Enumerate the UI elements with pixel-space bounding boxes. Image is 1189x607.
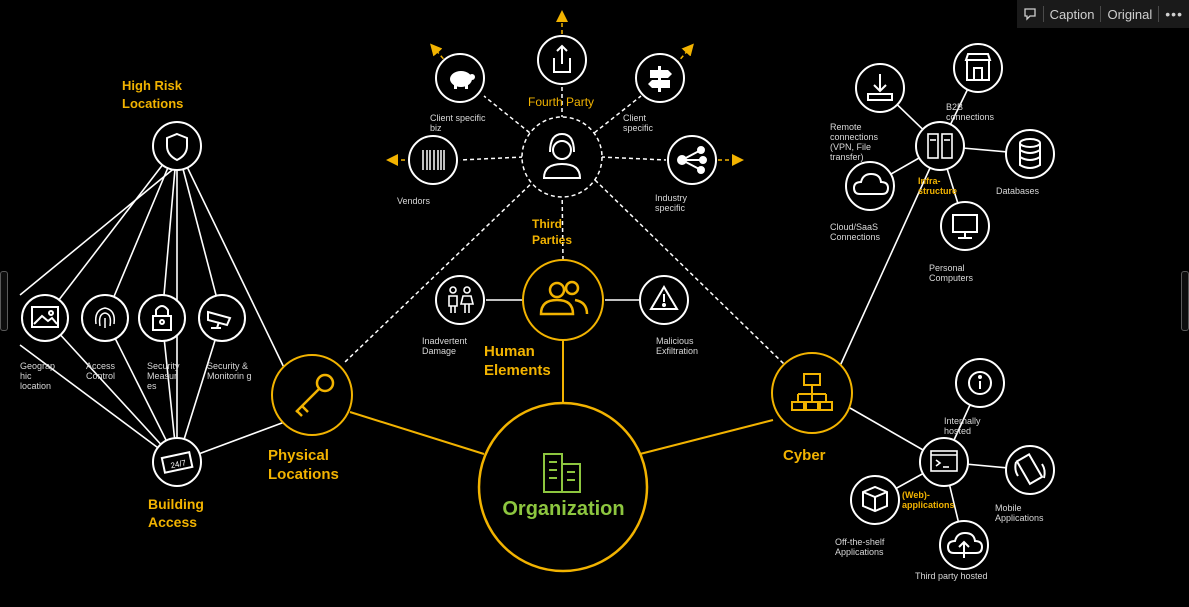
fourth-party-node: [537, 35, 587, 85]
warning-icon: [649, 285, 679, 310]
malicious-label: Malicious Exfiltration: [656, 336, 699, 356]
share-nodes-icon: [677, 146, 707, 174]
left-scroll-handle[interactable]: [0, 271, 8, 331]
access-control-label: Access Control: [86, 361, 116, 381]
cyber-node: [771, 352, 853, 434]
high-risk-node: [152, 121, 202, 171]
store-icon: [964, 53, 992, 81]
comment-icon[interactable]: [1017, 0, 1043, 28]
download-icon: [867, 74, 893, 101]
terminal-icon: [930, 450, 958, 472]
security-measures-label: Security Measur es: [147, 361, 180, 391]
building-icon: [543, 453, 581, 493]
client-biz-node: [435, 53, 485, 103]
mobile-apps-label: Mobile Applications: [995, 503, 1044, 523]
physical-node: [271, 354, 353, 436]
mobile-icon: [1014, 453, 1046, 486]
fourth-party-label: Fourth Party: [528, 95, 595, 109]
human-label: Human Elements: [484, 343, 551, 379]
geographic-node: [21, 294, 69, 342]
building-access-node: 24/7: [152, 437, 202, 487]
databases-label: Databases: [996, 186, 1040, 196]
signpost-icon: [648, 66, 672, 92]
industry-node: [667, 135, 717, 185]
infrastructure-label: Infra-structure: [918, 176, 958, 196]
organization-node: [477, 401, 649, 573]
third-party-hosted-node: [939, 520, 989, 570]
b2b-node: [953, 43, 1003, 93]
box-icon: [862, 485, 888, 513]
malicious-node: [639, 275, 689, 325]
access-control-node: [81, 294, 129, 342]
client-biz-label: Client specific biz: [430, 113, 486, 133]
human-node: [522, 259, 604, 341]
cloud-upload-icon: [946, 531, 984, 558]
mobile-apps-node: [1005, 445, 1055, 495]
cloud-icon: [852, 172, 890, 195]
third-parties-label: Third Parties: [532, 217, 573, 247]
key-icon: [295, 373, 335, 417]
caption-button[interactable]: Caption: [1049, 6, 1095, 22]
svg-text:24/7: 24/7: [170, 458, 188, 470]
lock-icon: [152, 305, 172, 331]
web-applications-label: (Web)-applications: [902, 490, 955, 510]
web-applications-node: [919, 437, 969, 487]
cloud-saas-label: Cloud/SaaS Connections: [830, 222, 881, 242]
barcode-icon: [422, 150, 445, 170]
right-scroll-handle[interactable]: [1181, 271, 1189, 331]
internally-hosted-node: [955, 358, 1005, 408]
vendors-node: [408, 135, 458, 185]
building-access-label: Building Access: [148, 496, 204, 530]
security-monitoring-label: Security & Monitorin g: [207, 361, 252, 381]
share-icon: [553, 44, 571, 73]
database-icon: [1019, 138, 1041, 169]
client-specific-node: [635, 53, 685, 103]
piggy-bank-icon: [450, 71, 475, 89]
personal-computers-label: Personal Computers: [929, 263, 974, 283]
third-party-hosted-label: Third party hosted: [915, 571, 988, 581]
map-icon: [31, 306, 59, 328]
personal-computers-node: [940, 201, 990, 251]
client-specific-label: Client specific: [623, 113, 654, 133]
shield-icon: [166, 132, 188, 162]
off-the-shelf-node: [850, 475, 900, 525]
inadvertent-label: Inadvertent Damage: [422, 336, 468, 356]
off-the-shelf-label: Off-the-shelf Applications: [835, 537, 885, 557]
remote-label: Remote connections (VPN, File transfer): [830, 122, 879, 162]
third-parties-node: [521, 116, 603, 198]
monitor-icon: [952, 214, 978, 239]
third-party-dashed-connectors: [344, 10, 786, 366]
24-7-sign-icon: 24/7: [160, 451, 194, 474]
viewer-toolbar: Caption Original •••: [1016, 0, 1189, 28]
couple-icon: [448, 286, 475, 313]
geographic-label: Geograp hic location: [20, 361, 56, 391]
vendors-label: Vendors: [397, 196, 431, 206]
more-icon[interactable]: •••: [1165, 6, 1183, 22]
organization-connectors: [349, 339, 774, 455]
inadvertent-node: [435, 275, 485, 325]
physical-label: Physical Locations: [268, 447, 339, 483]
high-risk-label: High Risk Locations: [122, 78, 184, 111]
people-icon: [539, 280, 589, 316]
original-button[interactable]: Original: [1107, 6, 1153, 22]
cyber-label: Cyber: [783, 447, 826, 464]
fingerprint-icon: [94, 307, 116, 328]
headset-user-icon: [542, 132, 582, 179]
security-monitoring-node: [198, 294, 246, 342]
security-measures-node: [138, 294, 186, 342]
cloud-saas-node: [845, 161, 895, 211]
industry-label: Industry specific: [655, 193, 688, 213]
server-icon: [927, 133, 953, 159]
organization-label: Organization: [502, 498, 625, 520]
info-icon: [968, 371, 992, 395]
infrastructure-node: [915, 121, 965, 171]
databases-node: [1005, 129, 1055, 179]
camera-icon: [207, 310, 232, 329]
remote-node: [855, 63, 905, 113]
b2b-label: B2B connections: [946, 102, 995, 122]
internally-hosted-label: Internally hosted: [944, 416, 981, 436]
network-icon: [791, 373, 833, 411]
